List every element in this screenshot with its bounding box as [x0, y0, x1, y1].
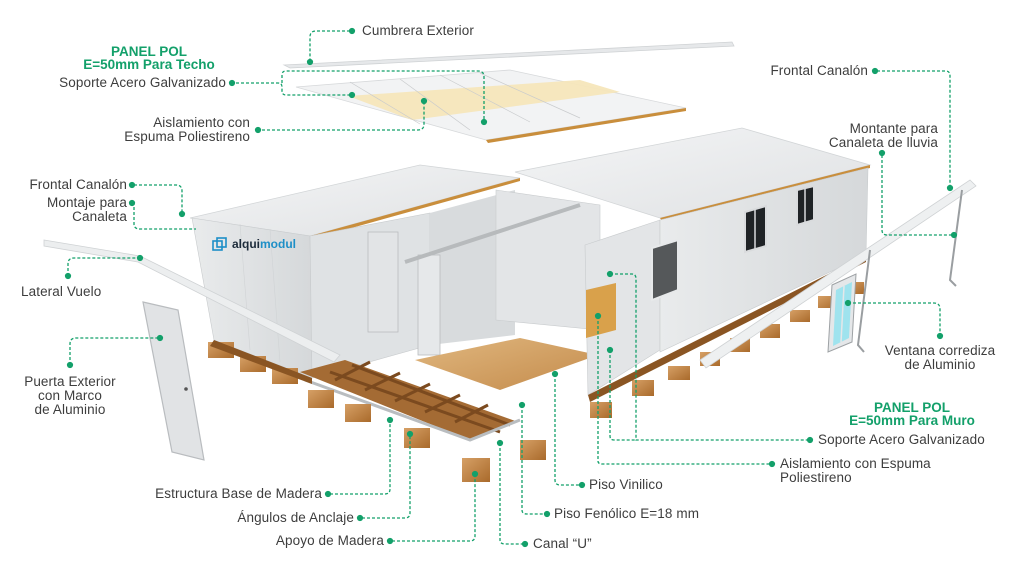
interior-room [404, 189, 601, 390]
label-montaje-canaleta: Montaje para Canaleta [10, 196, 127, 224]
label-line: Espuma Poliestireno [124, 129, 250, 144]
base-beam-right [588, 255, 866, 402]
wall-panel-heading: PANEL POL E=50mm Para Muro [822, 400, 1002, 428]
exterior-door [142, 301, 205, 461]
label-line: Canaleta de lluvia [828, 135, 938, 150]
label-montante-canaleta: Montante para Canaleta de lluvia [800, 122, 938, 150]
label-frontal-canalon-left: Frontal Canalón [29, 177, 127, 192]
label-frontal-canalon-right: Frontal Canalón [770, 63, 868, 78]
label-line: Montante para [849, 121, 938, 136]
label-apoyo-madera: Apoyo de Madera [275, 533, 384, 548]
label-angulos-anclaje: Ángulos de Anclaje [237, 510, 354, 525]
label-line: de Aluminio [904, 357, 976, 372]
label-line: de Aluminio [34, 402, 106, 417]
label-piso-fenolico: Piso Fenólico E=18 mm [554, 506, 700, 521]
base-beam-left [210, 340, 312, 384]
label-line: Canaleta [72, 209, 127, 224]
label-lateral-vuelo: Lateral Vuelo [21, 284, 102, 299]
leader-lines [67, 30, 954, 545]
label-cumbrera-exterior: Cumbrera Exterior [362, 23, 474, 38]
label-estructura-base: Estructura Base de Madera [155, 486, 322, 501]
left-module [191, 212, 431, 379]
floor-frame [300, 360, 521, 442]
wall-insulation-cutaway [586, 283, 616, 338]
label-aislamiento-muro: Aislamiento con Espuma Poliestireno [780, 457, 931, 485]
label-canal-u: Canal “U” [533, 536, 592, 551]
label-aislamiento-techo: Aislamiento con Espuma Poliestireno [90, 116, 250, 144]
label-line: Montaje para [47, 195, 127, 210]
logo-text-blue: modul [260, 237, 297, 251]
wall-panel-heading-line2: E=50mm Para Muro [849, 413, 975, 428]
label-soporte-techo: Soporte Acero Galvanizado [59, 75, 226, 90]
label-line: Aislamiento con [153, 115, 250, 130]
label-line: Poliestireno [780, 470, 852, 485]
label-line: Puerta Exterior [24, 374, 116, 389]
label-piso-vinilico: Piso Vinilico [589, 477, 663, 492]
ridge-cap-part [282, 41, 735, 69]
roof-panel-heading: PANEL POL E=50mm Para Techo [44, 44, 254, 72]
wall-panel-heading-line1: PANEL POL [873, 400, 950, 415]
roof-panel-heading-line2: E=50mm Para Techo [83, 57, 215, 72]
leader-markers [64, 27, 958, 548]
label-puerta-exterior: Puerta Exterior con Marco de Aluminio [10, 375, 130, 417]
right-module [584, 167, 869, 396]
logo-text-dark: alqui [232, 237, 261, 251]
label-soporte-muro: Soporte Acero Galvanizado [818, 432, 985, 447]
roof-panel-heading-line1: PANEL POL [110, 44, 187, 59]
roof-panel-part [295, 69, 687, 143]
label-line: Aislamiento con Espuma [780, 456, 931, 471]
label-line: Ventana corrediza [884, 343, 996, 358]
stacked-squares-icon [212, 237, 227, 251]
gutter-beam-right [699, 179, 977, 369]
sliding-window [827, 273, 857, 353]
label-ventana-corrediza: Ventana corrediza de Aluminio [870, 344, 1010, 372]
brand-logo: alquimodul [212, 237, 296, 251]
label-line: con Marco [38, 388, 102, 403]
